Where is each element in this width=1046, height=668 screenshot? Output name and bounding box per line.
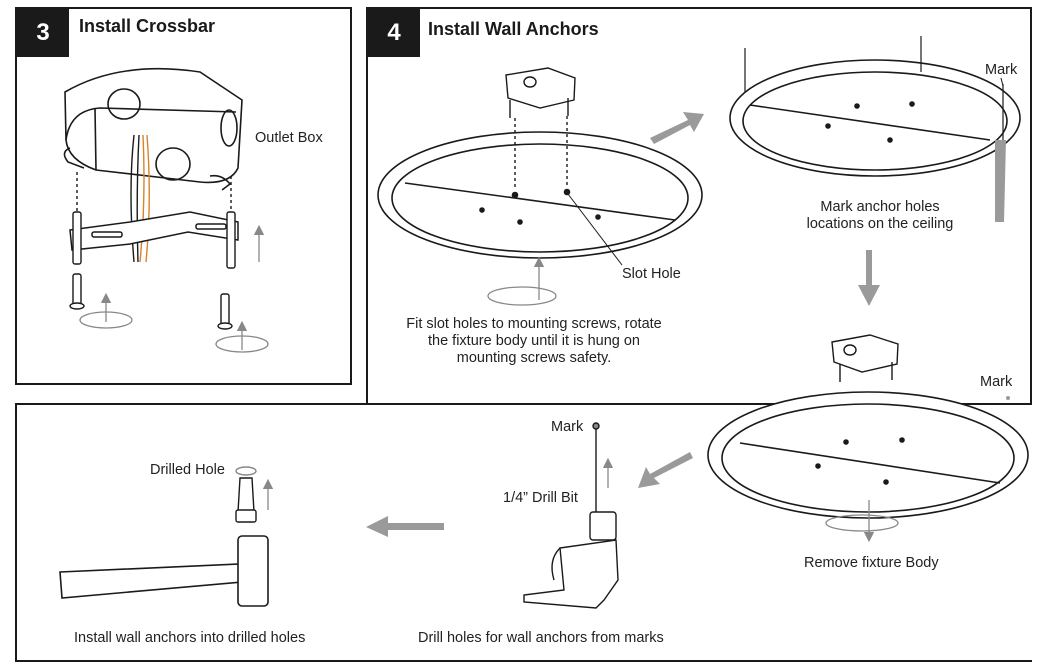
drill-illustration [523,422,619,609]
crossbar-illustration [69,211,239,251]
wall-anchor [235,466,257,523]
step-arrow-down-left [638,452,693,488]
outlet-box-illustration [63,67,243,191]
hammer [59,535,269,607]
mark-label-drill: Mark [551,419,584,435]
mark-caption-line-2: locations on the ceiling [806,216,954,232]
drill-bit-label: 1/4” Drill Bit [503,490,578,506]
wire-bundle [130,134,150,263]
fixture-ring-remove [707,391,1029,519]
pencil [995,140,1006,222]
outlet-box-small-mid [831,334,899,382]
drill-caption: Drill holes for wall anchors from marks [418,630,664,646]
step-arrow-left [366,516,444,537]
remove-arrow [825,500,899,543]
slot-hole-leader [567,193,623,266]
step4-number-badge: 4 [368,9,420,57]
fit-caption-line-2: the fixture body until it is hung on [428,333,640,349]
mark-label-mid: Mark [980,374,1013,390]
step3-title: Install Crossbar [79,16,216,36]
step-arrow-down [858,250,880,306]
step3-number-badge: 3 [17,9,69,57]
install-caption: Install wall anchors into drilled holes [74,630,306,646]
mark-caption: Mark anchor holes locations on the ceili… [780,199,980,233]
fixture-ring-mark [729,36,1021,177]
mark-label-top: Mark [985,62,1018,78]
step4-title: Install Wall Anchors [428,19,599,39]
outlet-box-label: Outlet Box [255,130,323,146]
fit-caption-line-1: Fit slot holes to mounting screws, rotat… [406,316,662,332]
step-arrow-right [650,112,704,144]
mark-dot-mid [1006,396,1010,400]
fit-caption: Fit slot holes to mounting screws, rotat… [384,316,684,367]
slot-hole-label: Slot Hole [622,266,681,282]
remove-caption: Remove fixture Body [804,555,939,571]
fit-caption-line-3: mounting screws safety. [456,350,612,366]
drilled-hole-label: Drilled Hole [150,462,225,478]
mark-leader-top [1000,77,1004,87]
fixture-ring-fit [377,131,703,259]
mark-caption-line-1: Mark anchor holes [820,199,940,215]
rotate-arrow-fit [487,256,557,306]
crossbar-screws [69,172,236,330]
outlet-box-small-top [505,67,576,190]
rotate-arrows-step3 [79,224,269,353]
